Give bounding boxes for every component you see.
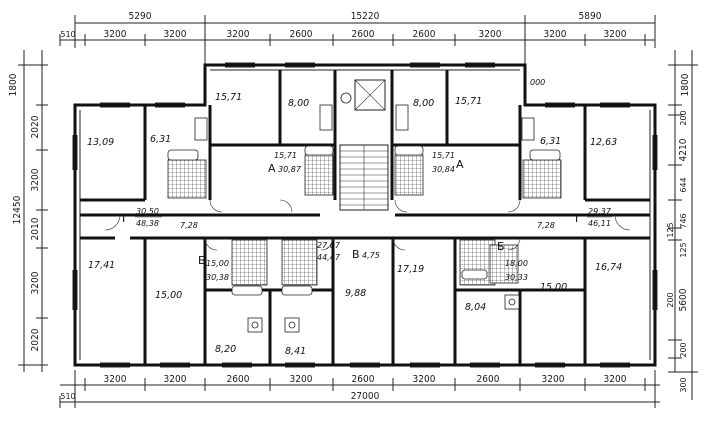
dim-left-overall: 12450	[12, 195, 23, 224]
apartment-type-label: А	[268, 162, 276, 175]
apartment-living-area: 27,07	[317, 241, 341, 250]
dim-left-module: 3200	[30, 168, 41, 191]
room-areas: 13,09 6,31 15,71 8,00 8,00 15,71 6,31 12…	[87, 78, 622, 357]
bathrooms	[167, 154, 562, 286]
apartment-type-label: В	[352, 248, 360, 261]
dim-right-module: 5600	[678, 288, 689, 311]
room-area: 12,63	[590, 137, 617, 148]
dim-right-module: 200	[679, 110, 688, 125]
apartment-type-label: Г	[122, 212, 129, 225]
windows	[72, 62, 658, 368]
dim-right-module: 644	[679, 177, 688, 192]
apartment-living-area: 15,00	[206, 259, 229, 268]
dim-top-module: 3200	[227, 29, 250, 40]
room-area: 8,41	[285, 346, 306, 357]
room-area: 6,31	[540, 136, 561, 147]
dim-top-overall: 15220	[351, 11, 380, 22]
dim-right-module: 1800	[680, 73, 691, 96]
room-area: 8,20	[215, 344, 236, 355]
dim-bottom-module: 3200	[290, 374, 313, 385]
room-area: 8,00	[413, 98, 434, 109]
room-area: 000	[530, 78, 545, 87]
apartment-kitchen-area: 4,75	[362, 251, 380, 260]
apartment-total-area: 30,38	[206, 273, 229, 282]
apartment-type-label: Б	[198, 254, 206, 267]
left-dimensions: 12450 1800 2020 3200 2010 3200 2020	[8, 50, 48, 372]
exterior-walls	[73, 63, 657, 367]
apartment-total-area: 48,38	[136, 219, 159, 228]
dim-left-module: 2020	[30, 115, 41, 138]
apartment-type-label: Б	[497, 240, 505, 253]
dim-bottom-module: 3200	[542, 374, 565, 385]
room-area: 7,28	[537, 221, 555, 230]
dim-right-module: 125	[679, 242, 688, 257]
dim-top-module: 3200	[544, 29, 567, 40]
top-dimensions: 5290 15220 5890 510 3200 3200 3200 2600 …	[59, 11, 656, 65]
room-area: 8,00	[288, 98, 309, 109]
dim-bottom-module: 2600	[352, 374, 375, 385]
apartment-total-area: 30,33	[505, 273, 528, 282]
elevator-shaft	[340, 79, 386, 111]
apartment-type-label: А	[456, 158, 464, 171]
room-area: 15,71	[455, 96, 482, 107]
dim-top-left-group: 5290	[129, 11, 152, 22]
dim-right-module: 300	[679, 377, 688, 392]
room-area: 13,09	[87, 137, 114, 148]
dim-bottom-offset: 510	[60, 392, 75, 401]
dim-top-offset: 510	[60, 30, 75, 39]
dim-top-module: 2600	[413, 29, 436, 40]
bottom-dimensions: 3200 3200 2600 3200 2600 3200 2600 3200 …	[59, 370, 660, 408]
dim-bottom-module: 3200	[604, 374, 627, 385]
dim-bottom-module: 3200	[104, 374, 127, 385]
apartment-labels: Г 30,50 48,38 Г 29,37 46,11 15,71 А 30,8…	[122, 151, 612, 282]
staircase	[339, 144, 389, 211]
apartment-total-area: 44,47	[317, 253, 341, 262]
dim-top-module: 2600	[352, 29, 375, 40]
apartment-living-area: 15,71	[432, 151, 455, 160]
room-area: 15,71	[215, 92, 242, 103]
dim-right-small: 200	[666, 292, 675, 307]
room-area: 16,74	[595, 262, 622, 273]
dim-top-right-group: 5890	[579, 11, 602, 22]
apartment-living-area: 29,37	[588, 207, 612, 216]
dim-top-module: 3200	[104, 29, 127, 40]
room-area: 9,88	[345, 288, 366, 299]
room-area: 6,31	[150, 134, 171, 145]
apartment-total-area: 46,11	[588, 219, 611, 228]
dim-right-module: 200	[679, 342, 688, 357]
apartment-living-area: 18,00	[505, 259, 528, 268]
room-area: 15,00	[155, 290, 182, 301]
dim-bottom-module: 3200	[413, 374, 436, 385]
dim-left-module: 2020	[30, 328, 41, 351]
dim-top-module: 3200	[604, 29, 627, 40]
dim-bottom-module: 2600	[227, 374, 250, 385]
room-area: 7,28	[180, 221, 198, 230]
dim-top-module: 3200	[479, 29, 502, 40]
dim-left-module: 1800	[8, 73, 19, 96]
dim-right-small: 125	[666, 222, 675, 237]
room-area: 8,04	[465, 302, 486, 313]
dim-right-module: 746	[679, 213, 688, 228]
dim-bottom-overall: 27000	[351, 391, 380, 402]
room-area: 17,41	[88, 260, 115, 271]
dim-top-module: 2600	[290, 29, 313, 40]
apartment-total-area: 30,87	[278, 165, 302, 174]
right-dimensions: 1800 200 4210 644 746 125 5600 200 300 1…	[666, 50, 698, 400]
dim-bottom-module: 2600	[477, 374, 500, 385]
apartment-total-area: 30,84	[432, 165, 455, 174]
dim-bottom-module: 3200	[164, 374, 187, 385]
interior-walls	[80, 70, 650, 365]
dim-top-module: 3200	[164, 29, 187, 40]
dim-left-module: 2010	[30, 217, 41, 240]
doors	[104, 199, 631, 251]
apartment-living-area: 15,71	[274, 151, 297, 160]
fixtures	[167, 104, 561, 333]
room-area: 17,19	[397, 264, 424, 275]
apartment-type-label: Г	[575, 212, 582, 225]
apartment-living-area: 30,50	[136, 207, 159, 216]
dim-right-module: 4210	[678, 138, 689, 161]
room-area: 15,00	[540, 282, 567, 293]
dim-left-module: 3200	[30, 271, 41, 294]
